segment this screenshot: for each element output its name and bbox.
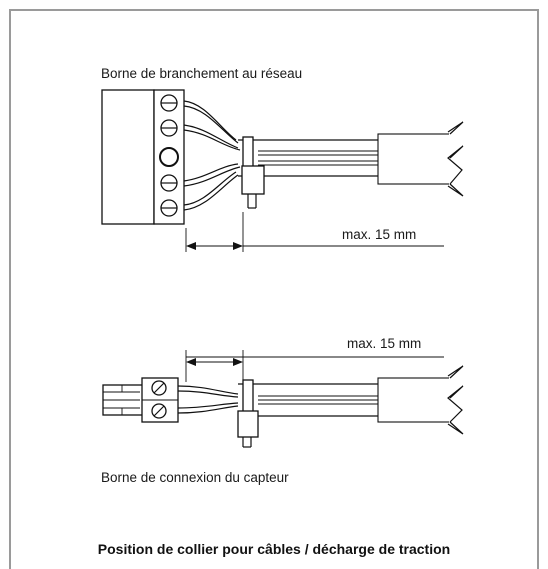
mains-cable-tie	[241, 136, 265, 209]
bottom-dimension	[185, 350, 444, 382]
bottom-terminal-label: Borne de connexion du capteur	[101, 470, 289, 485]
top-dimension	[185, 212, 444, 252]
sensor-cable-tie	[237, 379, 259, 448]
figure-caption: Position de collier pour câbles / déchar…	[98, 541, 450, 557]
sensor-terminal-block	[102, 377, 179, 423]
top-terminal-label: Borne de branchement au réseau	[101, 66, 302, 81]
sensor-screw-terminals	[151, 380, 167, 419]
sensor-wires	[177, 385, 239, 414]
mains-screw-terminals	[159, 94, 179, 217]
figure-frame	[9, 9, 539, 569]
mains-terminal-block	[101, 89, 185, 225]
top-dimension-label: max. 15 mm	[342, 227, 416, 242]
mains-cable	[238, 121, 464, 197]
bottom-dimension-label: max. 15 mm	[347, 336, 421, 351]
sensor-cable	[238, 365, 464, 435]
mains-wires	[183, 100, 241, 211]
